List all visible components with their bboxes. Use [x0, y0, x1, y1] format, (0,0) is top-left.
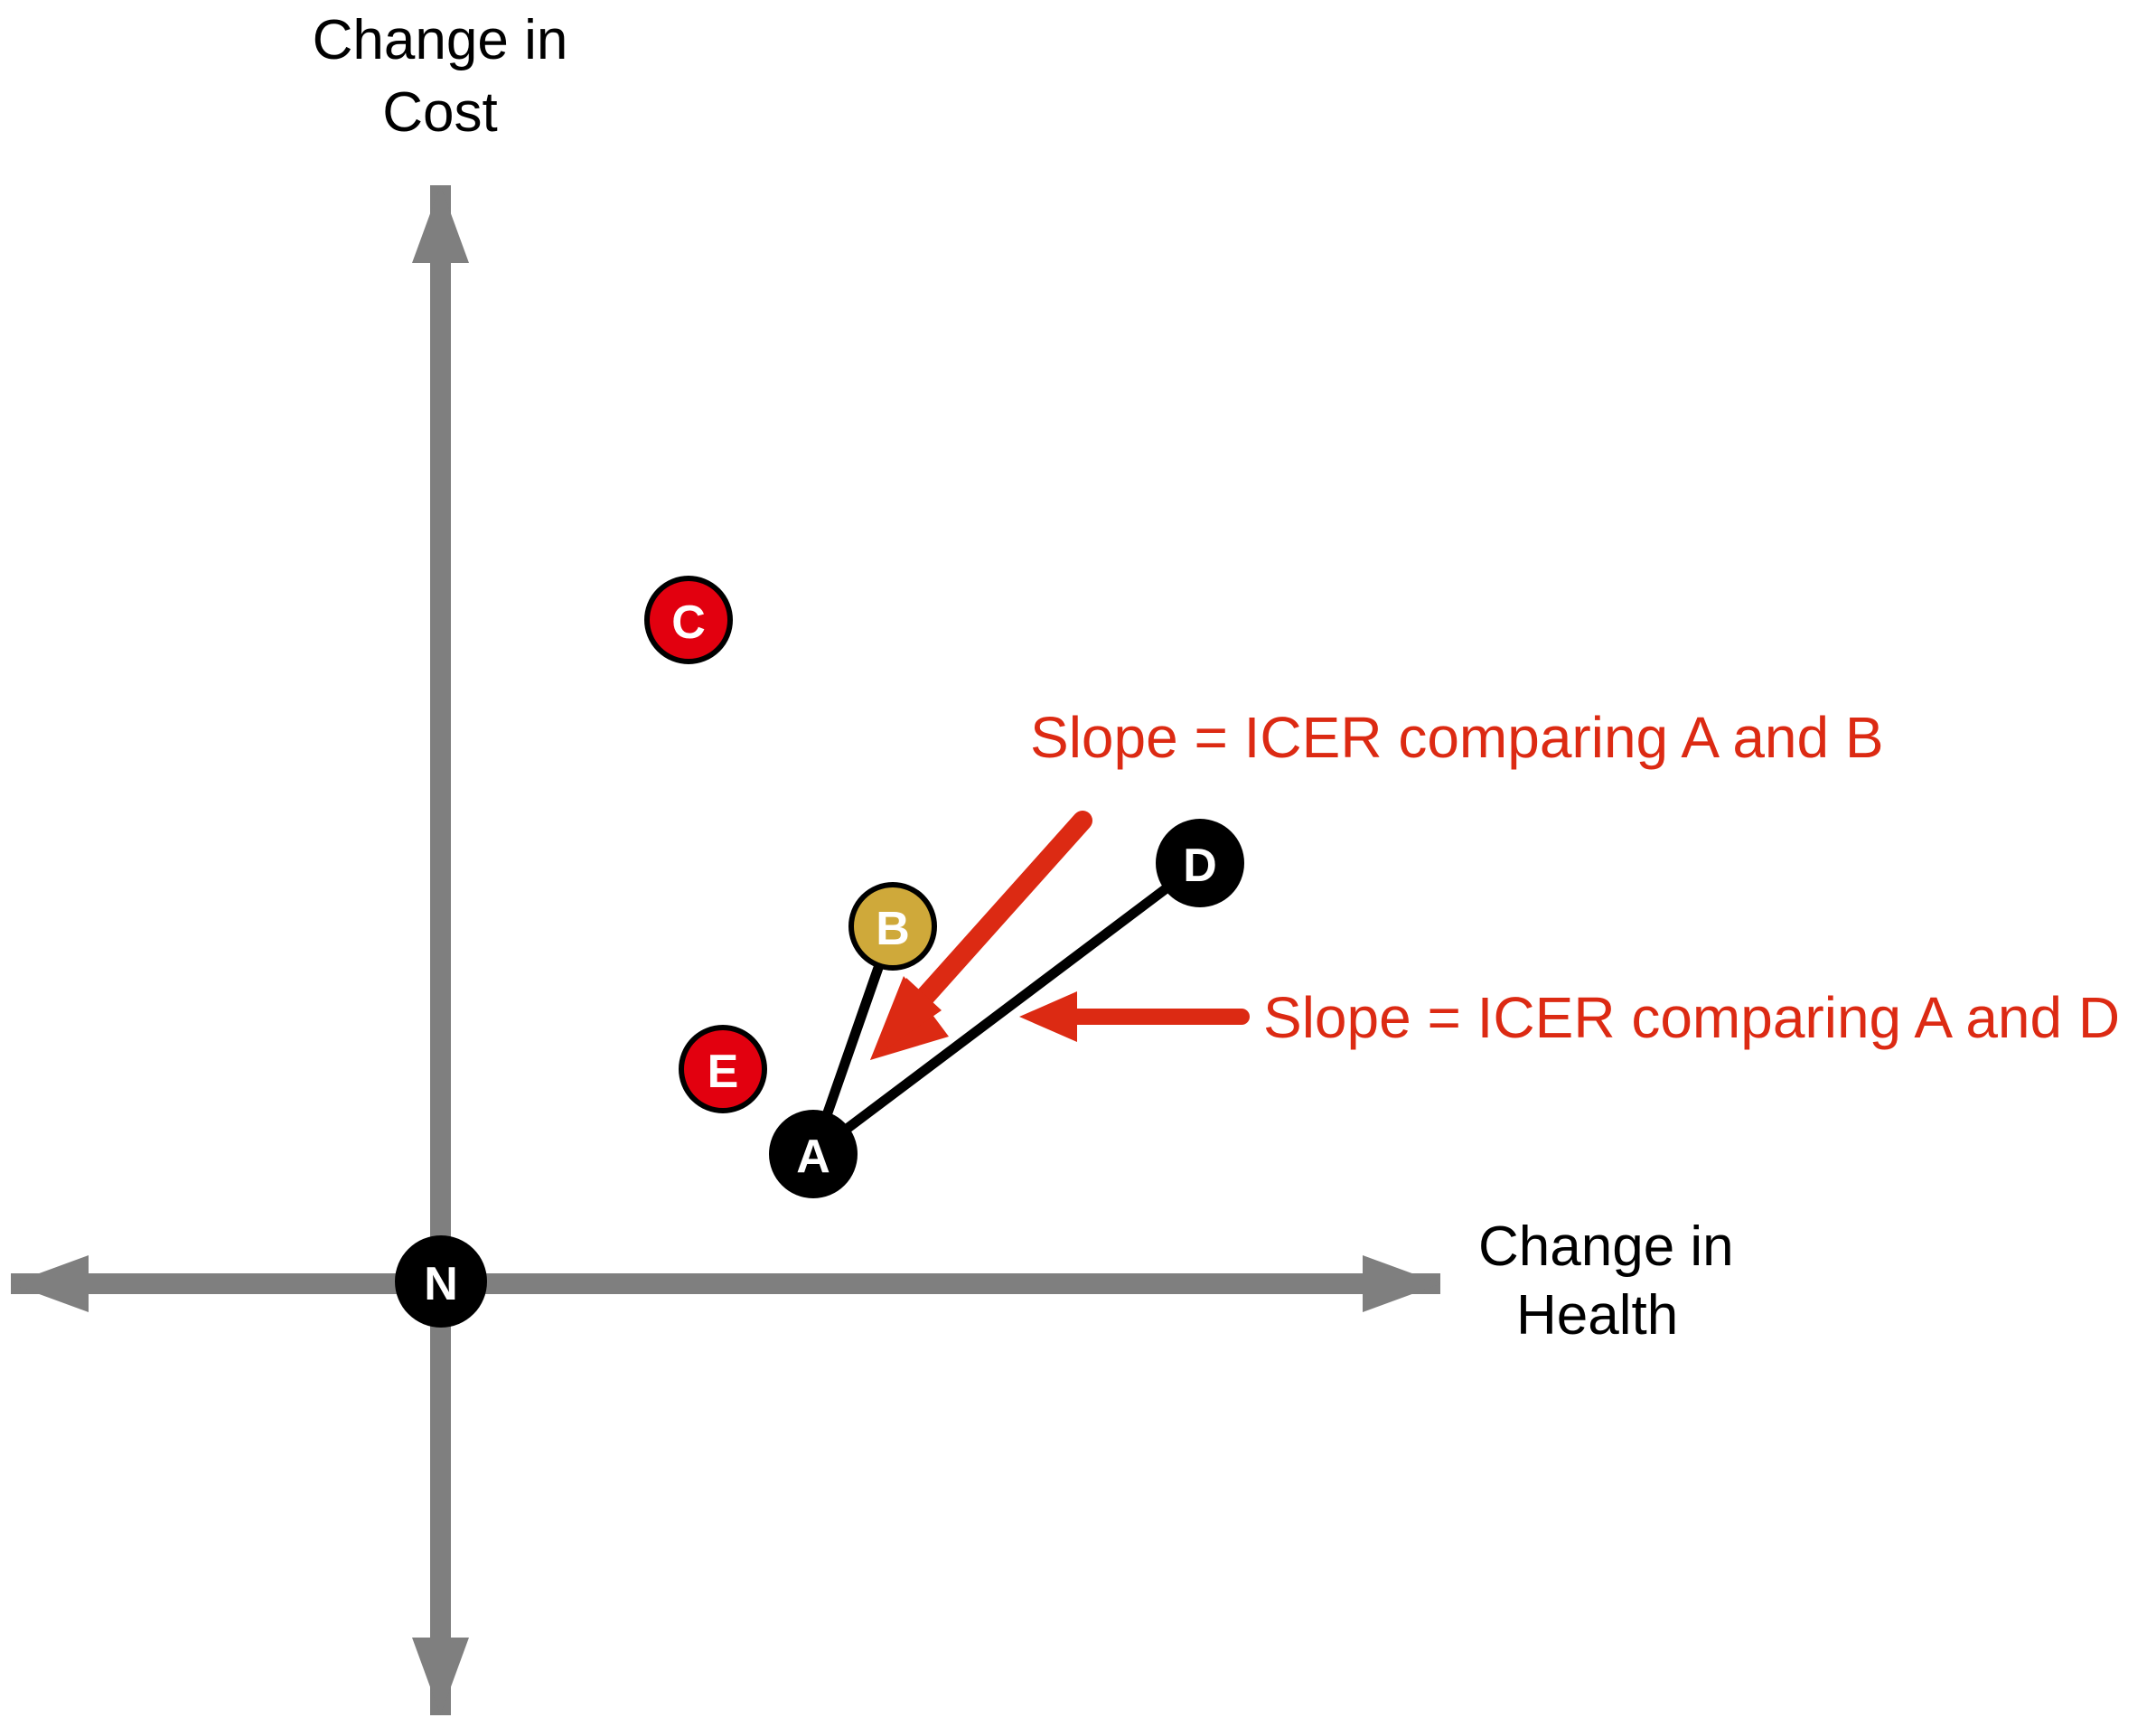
- data-point-a-marker[interactable]: [769, 1110, 858, 1198]
- data-point-b-label: B: [876, 903, 910, 955]
- horizontal-axis-shaft: [11, 1273, 1440, 1294]
- data-point-e-marker[interactable]: [679, 1025, 767, 1113]
- horizontal-axis-arrowhead-right: [1363, 1255, 1440, 1312]
- data-point-a[interactable]: A: [769, 1110, 858, 1198]
- annotation-arrow-icer-ad-head: [1019, 991, 1077, 1042]
- horizontal-axis-title-line1: Change in: [1478, 1215, 1734, 1278]
- horizontal-axis-title-line2: Health: [1516, 1284, 1678, 1347]
- data-point-b[interactable]: B: [848, 882, 937, 971]
- annotation-arrow-icer-ab: [870, 811, 1092, 1060]
- vertical-axis-arrowhead-down: [412, 1638, 469, 1715]
- annotation-arrow-icer-ab-shaft: [904, 811, 1092, 1019]
- horizontal-axis: [11, 1255, 1440, 1312]
- vertical-axis-arrowhead-up: [412, 185, 469, 263]
- annotation-label-icer-ad: Slope = ICER comparing A and D: [1263, 985, 2120, 1050]
- horizontal-axis-arrowhead-left: [11, 1255, 89, 1312]
- horizontal-axis-title: Change in Health: [1478, 1215, 1734, 1347]
- vertical-axis-title: Change in Cost: [313, 9, 568, 144]
- data-point-c-marker[interactable]: [644, 576, 733, 664]
- annotation-arrow-icer-ad: [1019, 991, 1250, 1042]
- data-point-c[interactable]: C: [644, 576, 733, 664]
- data-point-n-label: N: [424, 1258, 458, 1310]
- vertical-axis-shaft: [430, 185, 451, 1715]
- connector-line-a-d: [808, 858, 1205, 1159]
- data-point-e-label: E: [708, 1046, 739, 1098]
- data-point-c-label: C: [671, 596, 706, 649]
- annotation-label-icer-ab: Slope = ICER comparing A and B: [1030, 705, 1884, 770]
- annotation-arrow-icer-ab-head-barb: [870, 978, 942, 1060]
- data-point-d-marker[interactable]: [1156, 819, 1244, 907]
- vertical-axis: [412, 185, 469, 1715]
- vertical-axis-title-line1: Change in: [313, 9, 568, 71]
- data-point-d[interactable]: D: [1156, 819, 1244, 907]
- data-point-n-origin[interactable]: N: [395, 1235, 487, 1328]
- vertical-axis-title-line2: Cost: [382, 81, 497, 144]
- data-point-d-label: D: [1183, 840, 1217, 892]
- data-point-a-label: A: [796, 1131, 830, 1183]
- data-point-e[interactable]: E: [679, 1025, 767, 1113]
- data-point-b-marker[interactable]: [848, 882, 937, 971]
- data-point-n-marker[interactable]: [395, 1235, 487, 1328]
